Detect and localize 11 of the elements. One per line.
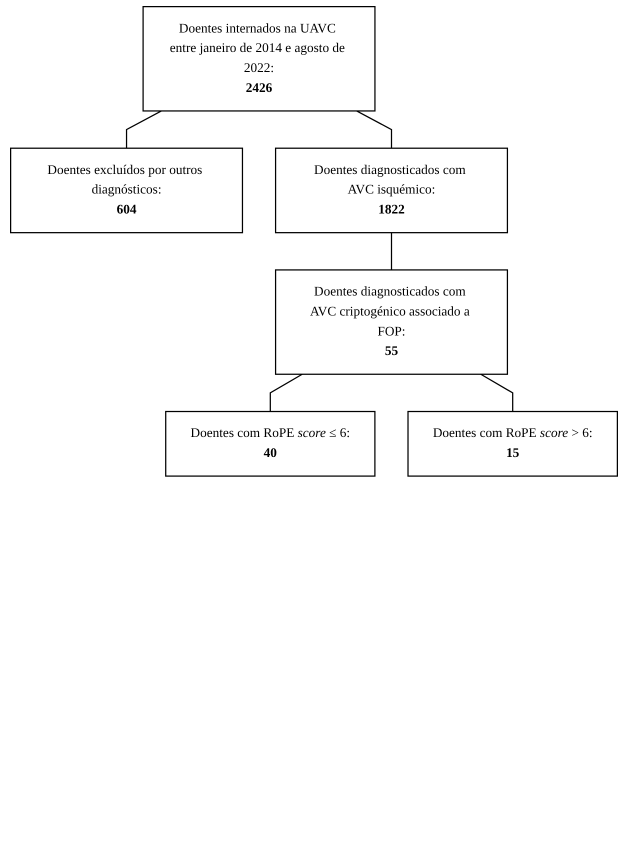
- node-box: Doentes diagnosticados com AVC criptogénico associado a FOP: 55: [274, 269, 508, 375]
- node-box: Doentes com RoPE score > 6: 15: [407, 410, 618, 477]
- node-box: Doentes excluídos por outros diagnósticos: 604: [10, 148, 244, 234]
- node-box: Doentes diagnosticados com AVC isquémico: 1822: [274, 148, 508, 234]
- node-box: Doentes internados na UAVC entre janeiro de 2014 e agosto de 2022: 2426: [142, 6, 376, 112]
- connector: [480, 374, 514, 412]
- connector: [126, 110, 162, 148]
- node-box: Doentes com RoPE score ≤ 6: 40: [165, 410, 376, 477]
- connector: [390, 232, 392, 270]
- connector: [270, 374, 303, 412]
- connector: [356, 110, 392, 148]
